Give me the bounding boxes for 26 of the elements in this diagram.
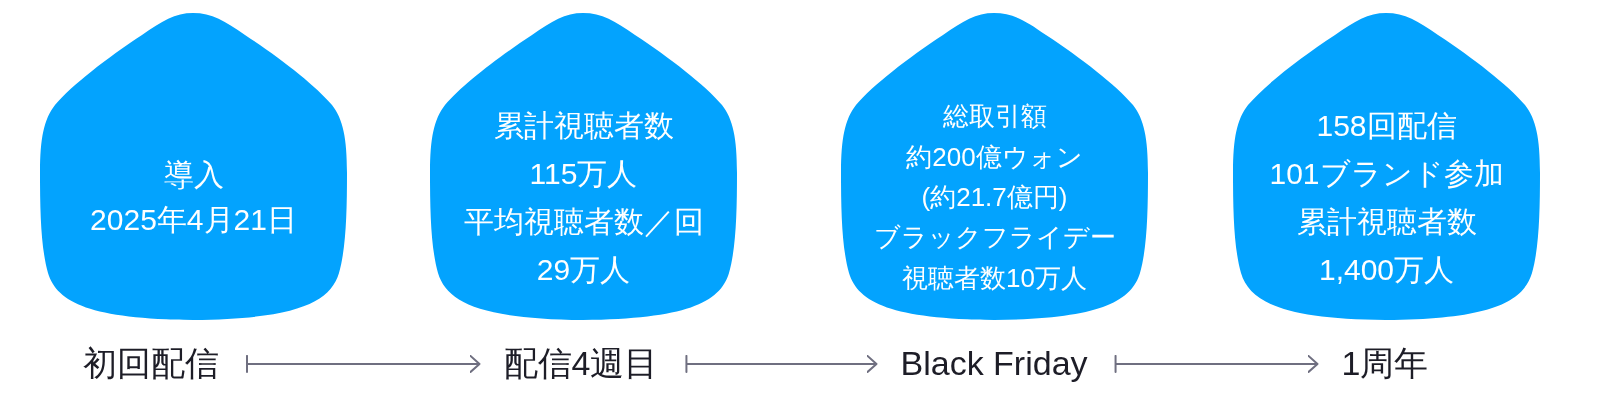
card-text: 101ブランド参加	[1269, 156, 1504, 192]
pentagon-card	[841, 13, 1148, 321]
pentagon-card	[1233, 13, 1540, 321]
card-text: 累計視聴者数	[1296, 204, 1477, 240]
card-text: 累計視聴者数	[493, 108, 674, 144]
pentagon-card	[430, 13, 737, 321]
milestone-label: 配信4週目	[503, 342, 659, 384]
card-text: 総取引額	[942, 102, 1047, 133]
card-text: 2025年4月21日	[90, 203, 297, 238]
milestone-label: Black Friday	[900, 342, 1088, 384]
card-text: 29万人	[536, 252, 631, 288]
card-text: 1,400万人	[1318, 252, 1455, 288]
card-text: 115万人	[529, 156, 638, 192]
arrow	[246, 354, 481, 373]
pentagon-card	[40, 13, 347, 321]
card-text: 158回配信	[1316, 108, 1457, 144]
card-text: 平均視聴者数／回	[463, 204, 704, 240]
card-text: ブラックフライデー	[873, 223, 1116, 254]
arrow	[685, 354, 878, 373]
card-text: 視聴者数10万人	[902, 263, 1087, 294]
arrow	[1114, 354, 1319, 373]
card-text: 約200億ウォン	[906, 142, 1083, 173]
card-text: (約21.7億円)	[921, 183, 1068, 213]
milestone-label: 初回配信	[83, 342, 219, 384]
milestone-label: 1周年	[1341, 342, 1429, 384]
card-text: 導入	[163, 158, 224, 193]
